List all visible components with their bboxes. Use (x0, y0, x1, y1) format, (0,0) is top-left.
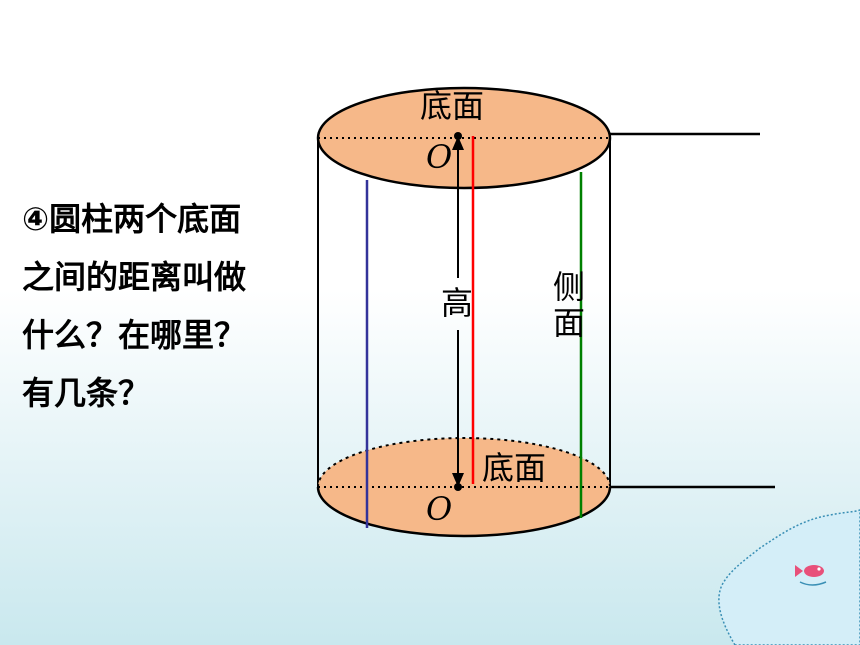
height-arrowhead-bottom (452, 473, 464, 487)
corner-decoration (718, 509, 860, 645)
side-label-2: 面 (553, 304, 585, 342)
question-text: ④圆柱两个底面 之间的距离叫做 什么？在哪里？ 有几条？ (22, 190, 312, 422)
top-base-label: 底面 (420, 87, 484, 125)
question-line-3: 什么？在哪里？ (22, 316, 247, 354)
question-line-2: 之间的距离叫做 (22, 258, 247, 296)
bottom-center-label: O (426, 490, 452, 528)
top-center-label: O (426, 138, 452, 176)
question-line-1: ④圆柱两个底面 (22, 200, 242, 238)
side-label-1: 侧 (553, 268, 585, 306)
bottom-base-label: 底面 (482, 449, 546, 487)
height-arrowhead-top (452, 136, 464, 150)
top-center-point (454, 132, 462, 140)
height-label: 高 (441, 284, 473, 322)
question-line-4: 有几条？ (22, 374, 151, 412)
fish-icon (795, 565, 827, 586)
bottom-center-point (454, 483, 462, 491)
bottom-base-front-edge (316, 486, 612, 538)
bottom-base-back-edge (317, 437, 611, 488)
